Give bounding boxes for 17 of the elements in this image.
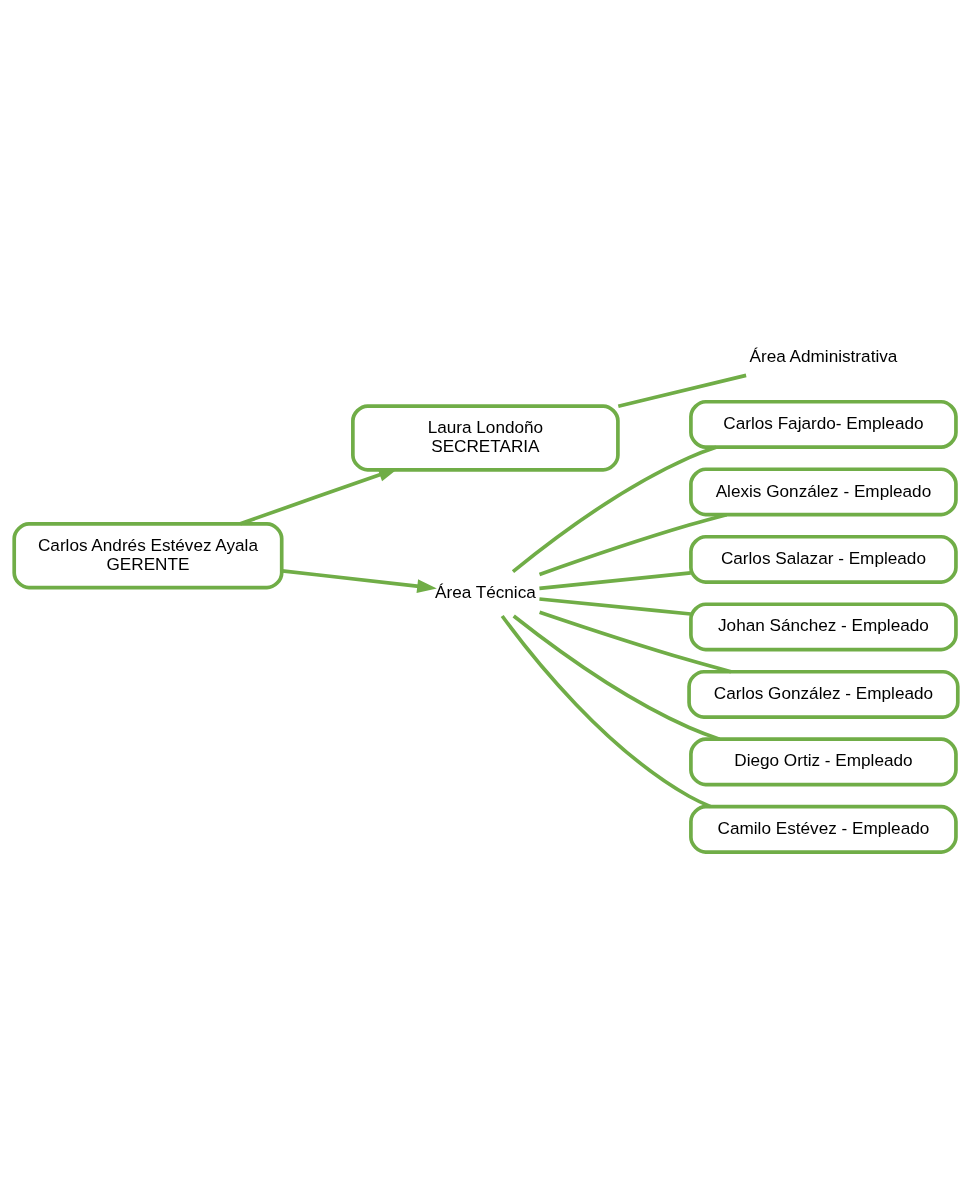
node-box: Johan Sánchez - Empleado <box>688 601 958 651</box>
node-text: Área Administrativa <box>749 345 897 366</box>
connector <box>500 614 711 808</box>
connector <box>538 596 691 616</box>
connector <box>538 570 691 590</box>
node-box: Carlos Salazar - Empleado <box>688 534 958 584</box>
node-box: Laura Londoño SECRETARIA <box>350 403 620 472</box>
node-box: Carlos González - Empleado <box>686 669 960 719</box>
node-text: Área Técnica <box>434 581 536 602</box>
node-box: Diego Ortiz - Empleado <box>688 736 958 786</box>
node-box: Alexis González - Empleado <box>688 466 958 516</box>
node-box: Camilo Estévez - Empleado <box>688 804 958 854</box>
node-box: Carlos Andrés Estévez Ayala GERENTE <box>11 521 284 589</box>
arrow <box>281 568 437 593</box>
connector <box>617 373 747 408</box>
node-box: Carlos Fajardo- Empleado <box>688 399 958 449</box>
connector <box>512 614 720 741</box>
